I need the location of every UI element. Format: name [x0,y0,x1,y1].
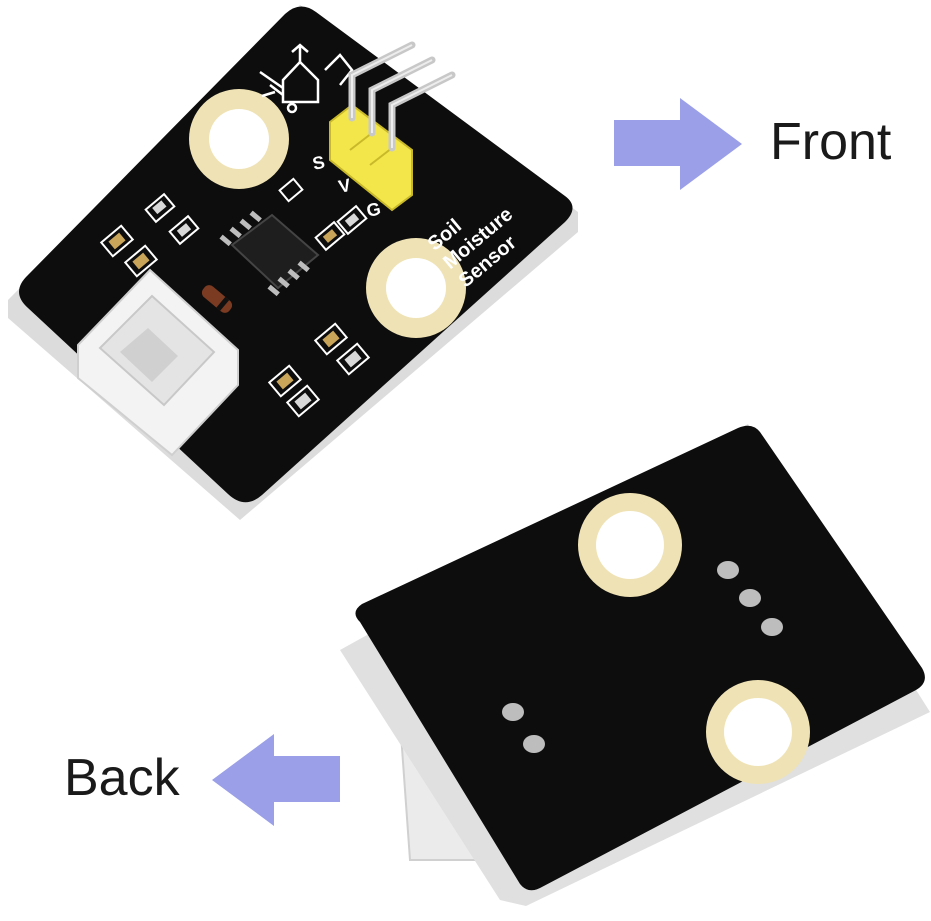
back-sensor-board [340,424,930,906]
arrow-right-icon [614,98,742,190]
smd-components [99,177,371,418]
pin-header [329,41,456,212]
diode [201,285,233,313]
pin-label-g: G [365,198,383,220]
back-mounting-hole-top [578,493,682,597]
solder-joints-connector [502,703,545,753]
ic-chip [219,210,320,297]
solder-joints-header [717,561,783,636]
back-mounting-hole-bottom [706,680,810,784]
mounting-hole-top [189,89,289,189]
arrow-left-icon [212,734,340,826]
front-sensor-board: S V G Soil Moisture Sensor [8,5,578,520]
pin-label-v: V [337,175,353,197]
jst-connector [77,268,239,457]
front-caption: Front [770,113,892,171]
back-caption: Back [64,749,180,807]
pin-label-s: S [311,152,327,174]
mounting-hole-bottom [366,238,466,338]
plant-pot-logo [259,43,354,114]
